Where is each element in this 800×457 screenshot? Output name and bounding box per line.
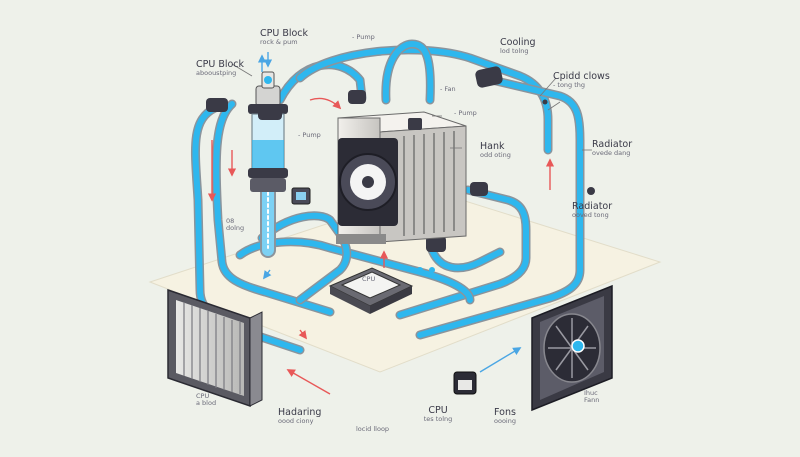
label-cpu-block-top: CPU Block rock & pum [260, 28, 309, 47]
fitting-icon [206, 66, 503, 252]
label-heatsinking: Hadaring oood ciony [278, 407, 322, 426]
pump-fins [403, 131, 455, 236]
arrow-icon [207, 52, 555, 395]
tubing-network [190, 39, 585, 355]
label-pump-left: - Pump [298, 131, 321, 139]
label-cooling: Cooling lod tolng [500, 37, 536, 56]
label-fan-bottom-right: Ihuc Fann [584, 389, 600, 405]
label-cpudd-clows: Cpidd clows - tong thg [553, 71, 610, 90]
label-fan: - Fan [440, 85, 456, 93]
label-pump-top: - Pump [352, 33, 375, 41]
label-liquid-loop: locid lloop [356, 425, 390, 433]
radiator-icon [167, 288, 263, 408]
label-cpu-bottom: CPU tes tolng [423, 405, 453, 424]
label-radiator-1: Radiator ovede dang [592, 139, 633, 158]
label-cpu-bottom-left: CPU a blod [196, 392, 217, 408]
label-left-note: 08 dolng [226, 217, 245, 233]
case-fan-icon [531, 284, 613, 412]
label-pump-right: - Pump [454, 109, 477, 117]
label-radiator-2: Radiator ooved tong [572, 201, 613, 220]
base-platform [148, 189, 662, 373]
indicator-dot [587, 187, 595, 195]
label-hank: Hank odd oting [480, 141, 511, 160]
leader-lines [231, 63, 592, 151]
sensor-icon [291, 187, 477, 395]
pump-block-icon [336, 111, 467, 244]
label-cpu-chip: CPU [362, 275, 376, 283]
label-cpu-block-left: CPU Block abooustping [196, 59, 245, 78]
label-fans-bottom: Fons oooing [494, 407, 516, 426]
cpu-chip-icon [328, 267, 414, 314]
